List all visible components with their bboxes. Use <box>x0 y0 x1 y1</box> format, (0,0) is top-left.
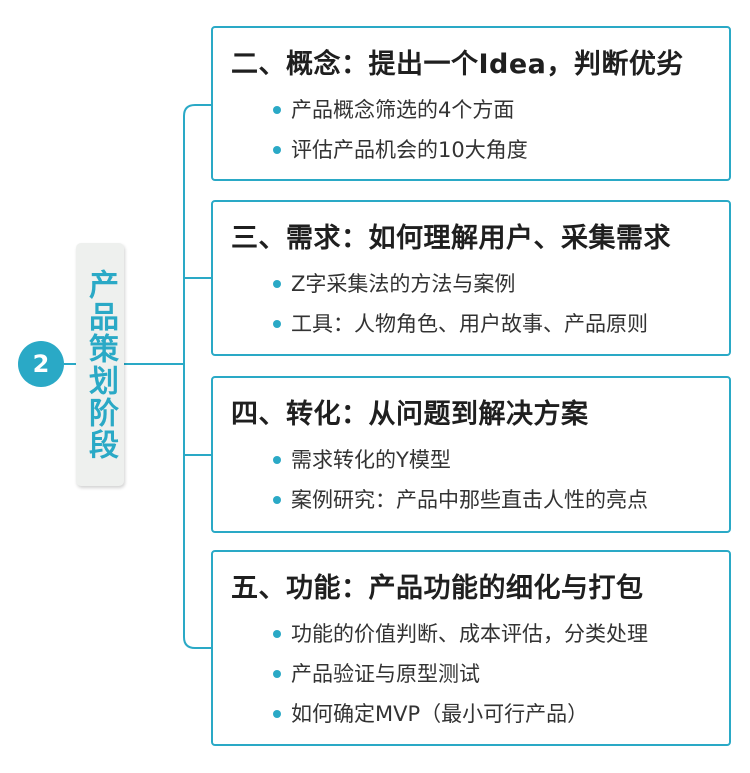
list-item: 功能的价值判断、成本评估，分类处理 <box>273 614 648 654</box>
list-item-text: 如何确定MVP（最小可行产品） <box>291 702 589 726</box>
bullet-icon <box>273 456 281 464</box>
bullet-icon <box>273 320 281 328</box>
list-item: 需求转化的Y模型 <box>273 440 648 480</box>
list-item-text: 工具：人物角色、用户故事、产品原则 <box>291 312 648 336</box>
stage-label-box: 产品策划阶段 <box>76 243 124 486</box>
list-item-text: 功能的价值判断、成本评估，分类处理 <box>291 622 648 646</box>
list-item: 产品概念筛选的4个方面 <box>273 90 528 130</box>
bullet-icon <box>273 496 281 504</box>
list-item: 评估产品机会的10大角度 <box>273 130 528 170</box>
list-item: Z字采集法的方法与案例 <box>273 264 648 304</box>
card-title: 四、转化：从问题到解决方案 <box>231 399 589 430</box>
list-item-text: 案例研究：产品中那些直击人性的亮点 <box>291 488 648 512</box>
bullet-icon <box>273 710 281 718</box>
card-item-list: 功能的价值判断、成本评估，分类处理 产品验证与原型测试 如何确定MVP（最小可行… <box>273 614 648 734</box>
card-features: 五、功能：产品功能的细化与打包 功能的价值判断、成本评估，分类处理 产品验证与原… <box>211 550 731 746</box>
bullet-icon <box>273 106 281 114</box>
list-item: 如何确定MVP（最小可行产品） <box>273 694 648 734</box>
card-item-list: 产品概念筛选的4个方面 评估产品机会的10大角度 <box>273 90 528 170</box>
list-item-text: 需求转化的Y模型 <box>291 448 451 472</box>
list-item: 案例研究：产品中那些直击人性的亮点 <box>273 480 648 520</box>
card-concept: 二、概念：提出一个Idea，判断优劣 产品概念筛选的4个方面 评估产品机会的10… <box>211 26 731 181</box>
branch-trunk <box>183 104 211 649</box>
bullet-icon <box>273 630 281 638</box>
card-title: 二、概念：提出一个Idea，判断优劣 <box>231 49 684 80</box>
card-item-list: 需求转化的Y模型 案例研究：产品中那些直击人性的亮点 <box>273 440 648 520</box>
stage-label: 产品策划阶段 <box>83 268 118 461</box>
list-item-text: Z字采集法的方法与案例 <box>291 272 516 296</box>
list-item-text: 产品验证与原型测试 <box>291 662 480 686</box>
card-item-list: Z字采集法的方法与案例 工具：人物角色、用户故事、产品原则 <box>273 264 648 344</box>
card-transformation: 四、转化：从问题到解决方案 需求转化的Y模型 案例研究：产品中那些直击人性的亮点 <box>211 376 731 533</box>
bullet-icon <box>273 670 281 678</box>
list-item-text: 产品概念筛选的4个方面 <box>291 98 515 122</box>
bullet-icon <box>273 280 281 288</box>
list-item: 工具：人物角色、用户故事、产品原则 <box>273 304 648 344</box>
card-title: 五、功能：产品功能的细化与打包 <box>231 573 644 604</box>
list-item-text: 评估产品机会的10大角度 <box>291 138 528 162</box>
list-item: 产品验证与原型测试 <box>273 654 648 694</box>
card-requirements: 三、需求：如何理解用户、采集需求 Z字采集法的方法与案例 工具：人物角色、用户故… <box>211 200 731 356</box>
card-title: 三、需求：如何理解用户、采集需求 <box>231 223 671 254</box>
stage-number-badge: 2 <box>18 341 64 387</box>
stage-number: 2 <box>32 350 50 378</box>
bullet-icon <box>273 146 281 154</box>
